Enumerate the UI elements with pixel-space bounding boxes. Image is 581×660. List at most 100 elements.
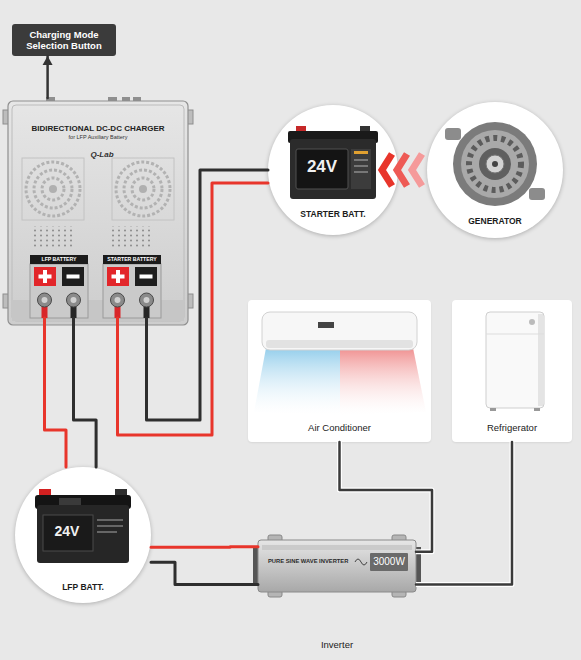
plus-bar — [112, 275, 125, 279]
brand-label: Q-Lab — [62, 150, 142, 159]
fridge-seam — [486, 334, 544, 335]
fan-ring — [26, 162, 80, 216]
fan-ring — [124, 170, 162, 208]
battery-sticker — [296, 149, 348, 189]
ac-louver — [266, 340, 413, 348]
wire-path — [147, 170, 269, 420]
power-rating: 3000W — [370, 553, 408, 571]
part-name: STARTER BATT. — [268, 209, 398, 219]
ac-display — [318, 322, 334, 328]
bolt-head — [42, 297, 48, 303]
power-badge — [370, 553, 408, 571]
wire — [151, 562, 258, 584]
fan-hub — [49, 185, 57, 193]
bolt-head — [71, 297, 77, 303]
refrigerator-art — [452, 300, 572, 442]
wire-path — [45, 318, 67, 467]
fan-ring — [132, 178, 154, 200]
terminal-art — [30, 255, 88, 318]
warm-airflow — [340, 348, 426, 415]
cable-outline — [416, 442, 512, 585]
battery-sticker — [43, 515, 93, 551]
ac-unit — [262, 312, 417, 350]
vent-grid — [32, 226, 72, 248]
callout-box: Charging Mode Selection Button — [12, 24, 116, 56]
wire-path — [416, 442, 512, 585]
device-subtitle: for LFP Auxiliary Battery — [8, 134, 188, 140]
plus-bar — [39, 275, 52, 279]
terminal-block: STARTER BATTERY — [103, 255, 161, 318]
fridge-foot — [490, 408, 496, 411]
chevron — [382, 154, 392, 186]
negative-mark — [62, 267, 84, 286]
part-name: GENERATOR — [427, 216, 563, 226]
panel-line — [354, 171, 368, 173]
part-name: Air Conditioner — [248, 422, 431, 433]
arrow-head — [43, 56, 53, 65]
device-title: PURE SINE WAVE INVERTER — [268, 558, 363, 564]
chevron — [397, 154, 407, 186]
mount-ear — [529, 188, 545, 200]
generator-circle: GENERATOR — [427, 102, 563, 238]
part-name: LFP BATT. — [15, 582, 151, 592]
bolt-head — [144, 297, 150, 303]
appliance-card: Refrigerator — [452, 300, 572, 442]
terminal-art — [103, 255, 161, 318]
fan-frame — [22, 158, 84, 220]
terminal-bolt — [111, 293, 125, 307]
positive-mark — [107, 267, 129, 286]
voltage-label: 24V — [298, 157, 346, 177]
negative-mark — [135, 267, 157, 286]
cool-airflow — [254, 348, 340, 415]
terminal-label: STARTER BATTERY — [103, 255, 161, 264]
terminal-label: LFP BATTERY — [30, 255, 88, 264]
charger-unit: BIDIRECTIONAL DC-DC CHARGERfor LFP Auxil… — [8, 98, 188, 328]
device-title: BIDIRECTIONAL DC-DC CHARGER — [8, 124, 188, 133]
battery-case — [37, 505, 129, 563]
part-name: Inverter — [258, 639, 416, 650]
part-name: Refrigerator — [452, 422, 572, 433]
voltage-label: 24V — [45, 523, 89, 539]
wire — [147, 170, 269, 420]
mount-ear — [445, 128, 461, 140]
inverter-body — [258, 540, 416, 592]
wire-path — [151, 545, 258, 548]
wire — [340, 442, 433, 552]
alternator-housing — [453, 122, 537, 206]
positive-mark — [34, 267, 56, 286]
vent-grid — [112, 226, 152, 248]
wire-path — [151, 562, 258, 584]
fan-hub — [139, 185, 147, 193]
panel-line — [97, 525, 123, 527]
fan-ring — [116, 162, 170, 216]
power-flow-chevrons — [382, 154, 422, 186]
wire-path — [74, 318, 97, 467]
inverter-strip — [262, 545, 412, 550]
pointer-arrow — [43, 56, 53, 98]
callout-text: Charging Mode Selection Button — [12, 24, 116, 56]
minus-bar — [67, 275, 80, 279]
rotor — [479, 148, 511, 180]
terminal-bolt — [38, 293, 52, 307]
wire — [45, 318, 67, 467]
panel-line — [97, 519, 123, 521]
air-conditioner-art — [248, 300, 431, 442]
alternator-face — [461, 130, 529, 198]
terminal-bolt — [67, 293, 81, 307]
battery-display — [59, 498, 81, 505]
battery-circle: 24V STARTER BATT. — [268, 105, 398, 235]
battery-side-panel — [351, 149, 371, 189]
panel-line — [354, 165, 368, 167]
minus-bar — [140, 275, 153, 279]
battery-case — [290, 139, 376, 199]
inverter-box: PURE SINE WAVE INVERTER3000WInverter — [258, 535, 416, 597]
fan-frame — [112, 158, 174, 220]
pulley — [486, 155, 504, 173]
wire — [118, 183, 269, 435]
fridge-foot — [534, 408, 540, 411]
cable-outline — [340, 442, 433, 552]
panel-line — [354, 159, 368, 161]
fan-ring — [42, 178, 64, 200]
terminal-bolt — [140, 293, 154, 307]
